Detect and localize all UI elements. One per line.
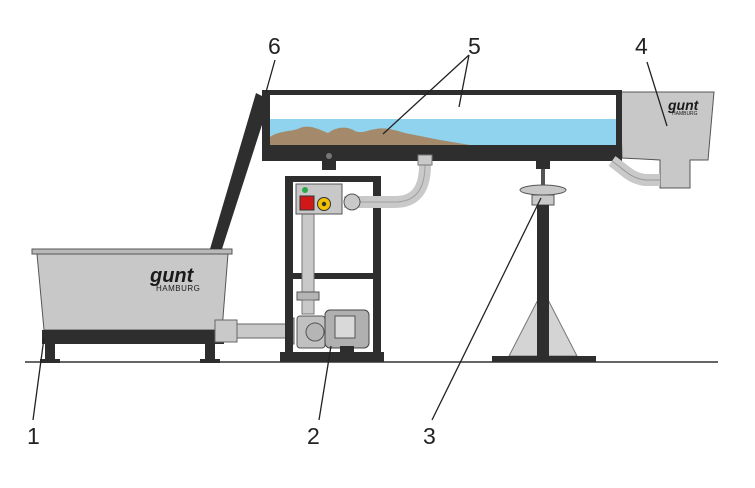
inlet-tank: gunt HAMBURG xyxy=(616,90,715,189)
control-box xyxy=(295,183,361,215)
label-2: 2 xyxy=(307,423,320,449)
pump xyxy=(296,309,370,354)
tank-logo-city: HAMBURG xyxy=(156,284,200,293)
channel xyxy=(262,90,622,161)
label-1: 1 xyxy=(27,423,40,449)
label-5: 5 xyxy=(468,33,481,59)
stop-button xyxy=(299,195,315,211)
inlet-tank-logo-city: HAMBURG xyxy=(672,111,698,117)
leader-lines xyxy=(32,54,668,421)
sediment-bed xyxy=(270,126,470,145)
tank-outlet-pipe xyxy=(214,317,295,345)
height-adjust-stand xyxy=(492,161,596,362)
drain-chute xyxy=(210,93,270,249)
inlet-hose xyxy=(608,156,660,186)
tank-logo: gunt xyxy=(149,265,195,287)
indicator-lamp xyxy=(302,187,308,193)
inlet-tank-logo: gunt xyxy=(667,97,700,113)
valve-flange xyxy=(343,193,361,211)
label-6: 6 xyxy=(268,33,281,59)
pump-frame xyxy=(280,150,384,362)
handwheel xyxy=(519,184,567,196)
supply-tank: gunt HAMBURG xyxy=(31,248,233,363)
label-4: 4 xyxy=(635,33,648,59)
riser-pipe xyxy=(296,154,433,315)
label-3: 3 xyxy=(423,423,436,449)
